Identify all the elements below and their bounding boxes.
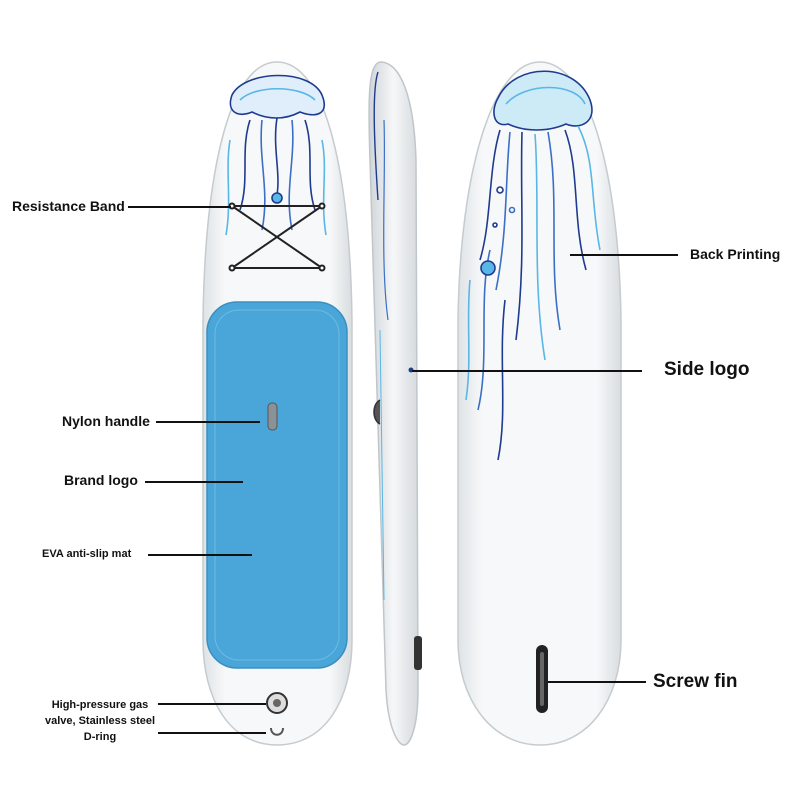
label-back-printing: Back Printing [690, 246, 781, 262]
back-jellyfish-print [465, 70, 601, 461]
label-brand-logo: Brand logo [64, 472, 138, 488]
label-side-logo: Side logo [664, 359, 750, 380]
leader-line-screw-fin [548, 681, 646, 683]
leader-line-resistance-band [128, 206, 231, 208]
eva-deck-pad [206, 301, 348, 669]
resistance-band [228, 202, 326, 272]
leader-line-back-printing [570, 254, 678, 256]
back-board [457, 61, 622, 746]
label-valve-d-ring: High-pressure gas valve, Stainless steel… [44, 699, 156, 743]
d-ring [270, 727, 284, 736]
label-resistance-band: Resistance Band [12, 198, 125, 214]
leader-line-nylon-handle [156, 421, 260, 423]
leader-line-side-logo [412, 370, 642, 372]
front-board [202, 61, 353, 746]
label-nylon-handle: Nylon handle [62, 413, 150, 429]
nylon-handle [267, 402, 278, 431]
label-eva-mat: EVA anti-slip mat [42, 548, 132, 560]
leader-line-valve [158, 703, 266, 705]
side-fin-box [414, 636, 422, 670]
leader-line-eva-mat [148, 554, 252, 556]
label-screw-fin: Screw fin [653, 671, 738, 692]
leader-line-brand-logo [145, 481, 243, 483]
side-board [368, 61, 422, 746]
leader-line-d-ring [158, 732, 266, 734]
front-jellyfish-print [225, 74, 327, 236]
